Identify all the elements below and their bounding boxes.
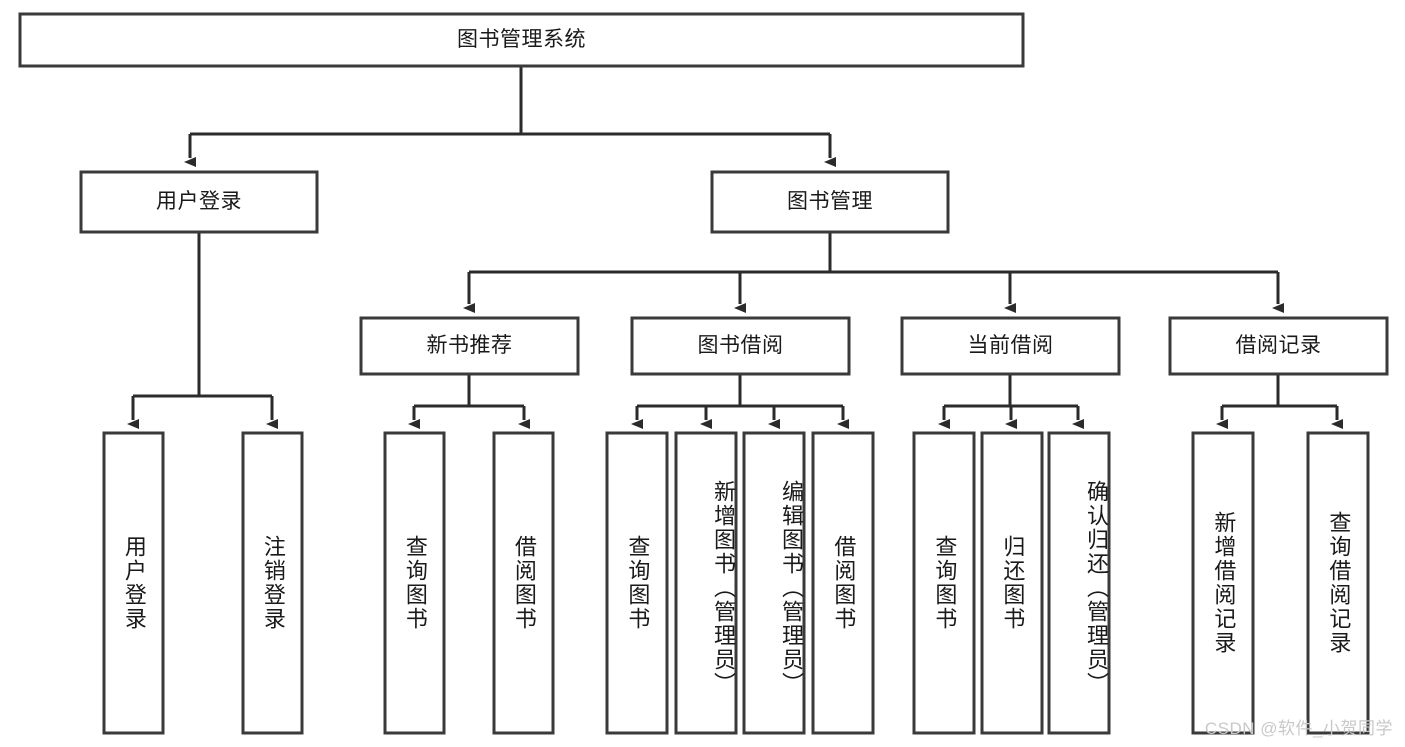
connector-currentborrow-to-leaves [938, 374, 1084, 429]
node-box-leaf-current-borrow-0[interactable] [912, 431, 976, 735]
node-box-leaf-borrow-record-0[interactable] [1191, 431, 1255, 735]
node-box-root[interactable] [18, 12, 1025, 68]
connector-bookmanage-to-level3 [463, 232, 1284, 313]
node-box-leaf-book-borrow-2[interactable] [742, 431, 806, 735]
connector-root-to-level2 [184, 66, 836, 167]
connector-newbook-to-leaves [408, 374, 530, 429]
node-box-current-borrow[interactable] [900, 316, 1121, 376]
node-box-user-login[interactable] [79, 170, 319, 234]
node-box-leaf-book-borrow-3[interactable] [811, 431, 875, 735]
node-box-new-book-recommend[interactable] [359, 316, 580, 376]
node-box-borrow-record[interactable] [1168, 316, 1389, 376]
node-box-leaf-current-borrow-2[interactable] [1047, 431, 1111, 735]
node-box-leaf-new-book-0[interactable] [383, 431, 446, 735]
node-box-leaf-user-login-0[interactable] [102, 431, 165, 735]
connector-borrowrecord-to-leaves [1216, 374, 1343, 429]
node-box-leaf-new-book-1[interactable] [492, 431, 555, 735]
node-box-leaf-current-borrow-1[interactable] [980, 431, 1044, 735]
node-box-leaf-user-login-1[interactable] [241, 431, 304, 735]
node-box-book-borrow[interactable] [630, 316, 851, 376]
node-box-leaf-book-borrow-1[interactable] [674, 431, 738, 735]
node-box-leaf-borrow-record-1[interactable] [1306, 431, 1370, 735]
connector-userlogin-to-leaves [127, 232, 278, 429]
node-box-leaf-book-borrow-0[interactable] [605, 431, 669, 735]
node-box-book-manage[interactable] [710, 170, 950, 234]
connector-bookborrow-to-leaves [631, 374, 849, 429]
